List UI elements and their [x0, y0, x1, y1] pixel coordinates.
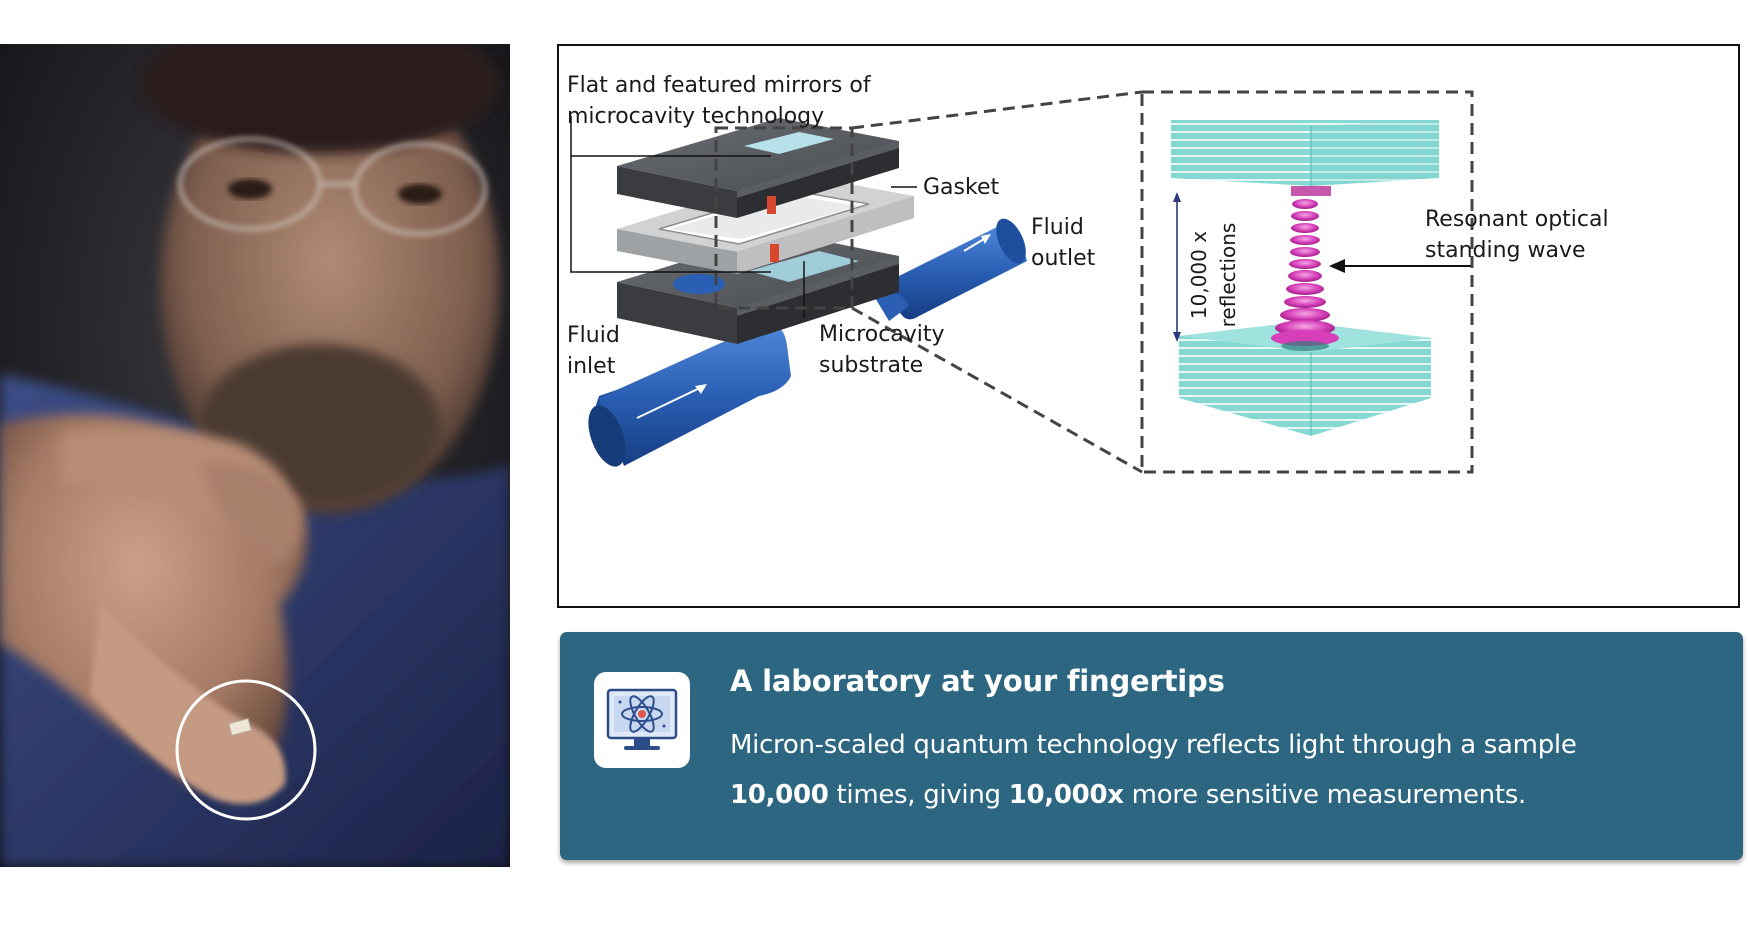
label-fluid-outlet: Fluid outlet: [1031, 215, 1096, 271]
microcavity-diagram: Flat and featured mirrors of microcavity…: [557, 44, 1740, 608]
label-reflections: 10,000 x reflections: [1187, 222, 1240, 328]
card-description: Micron-scaled quantum technology reflect…: [730, 720, 1720, 820]
standing-wave-lobes: [1271, 199, 1339, 351]
label-gasket: Gasket: [923, 175, 1000, 200]
card-line-1: Micron-scaled quantum technology reflect…: [730, 730, 1577, 760]
card-count-1: 10,000: [730, 780, 829, 810]
card-title: A laboratory at your fingertips: [730, 664, 1225, 698]
info-card: A laboratory at your fingertips Micron-s…: [560, 632, 1743, 860]
label-microcavity-substrate: Microcavity substrate: [819, 322, 945, 378]
label-standing-wave: Resonant optical standing wave: [1425, 207, 1609, 263]
card-tail-text: more sensitive measurements.: [1123, 780, 1527, 810]
researcher-holding-chip-image: [0, 44, 510, 867]
researcher-photo: [0, 44, 510, 867]
microcavity-diagram-graphic: [570, 90, 1474, 474]
card-mid-text: times, giving: [828, 780, 1009, 810]
label-fluid-inlet: Fluid inlet: [567, 323, 620, 379]
chip-sample: [228, 718, 252, 736]
card-count-2: 10,000x: [1008, 780, 1124, 810]
atom-monitor-icon: [594, 672, 690, 768]
label-mirrors: Flat and featured mirrors of microcavity…: [567, 73, 871, 129]
chip-highlight-circle: [175, 679, 317, 821]
